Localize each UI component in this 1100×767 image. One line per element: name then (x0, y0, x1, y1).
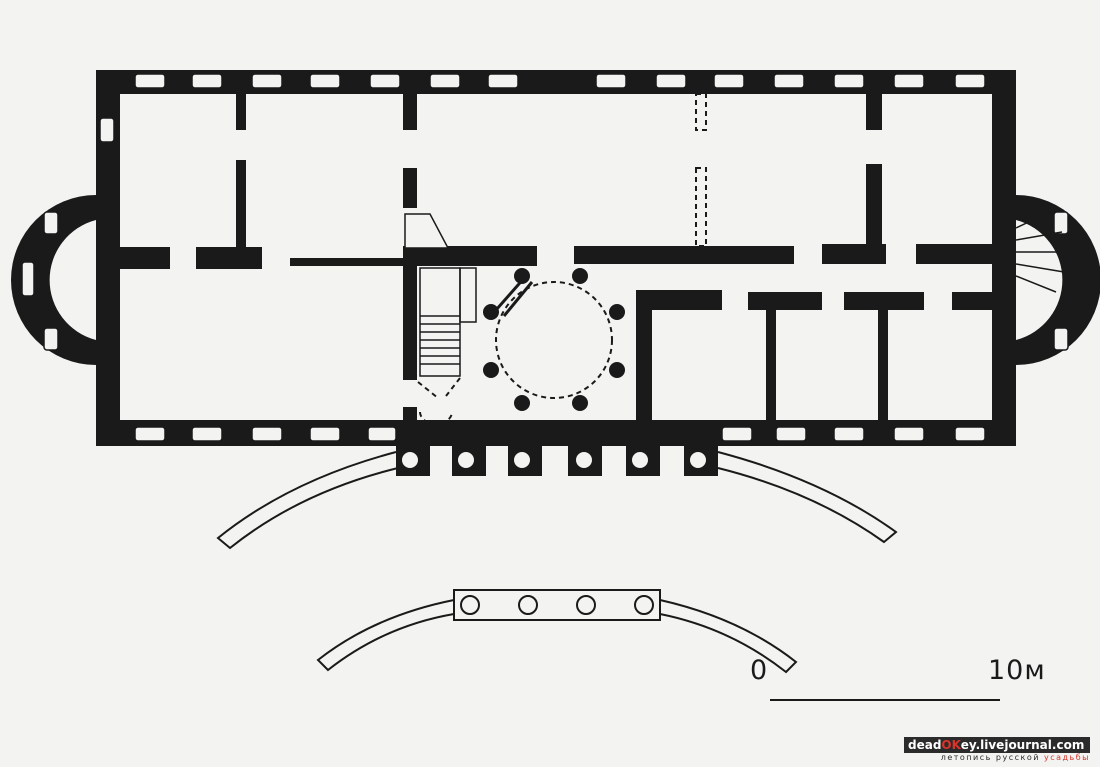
window (429, 73, 461, 89)
apse-window (1053, 211, 1069, 235)
dashed-passage (417, 377, 461, 425)
window (309, 73, 341, 89)
spiral-stair (1015, 211, 1066, 293)
partition (822, 244, 886, 264)
staircase (419, 267, 461, 377)
partition (766, 310, 776, 420)
scale-start-label: 0 (750, 655, 769, 686)
window (954, 426, 986, 442)
dashed-partition (695, 93, 707, 131)
window (487, 73, 519, 89)
window (191, 426, 223, 442)
rotunda-column (483, 304, 499, 320)
portico-column (688, 450, 708, 470)
gateway-column (518, 595, 538, 615)
apse-window (21, 261, 35, 297)
rotunda-outline (495, 281, 613, 399)
window (833, 73, 865, 89)
window (251, 426, 283, 442)
window (309, 426, 341, 442)
outer-wall-east (992, 70, 1016, 446)
partition (236, 94, 246, 130)
colonnade-arc-east (717, 451, 898, 544)
scale-end-label: 10м (988, 655, 1046, 686)
east-apse-wall (1016, 195, 1100, 365)
watermark-site-suffix: ey.livejournal.com (960, 738, 1085, 752)
gateway-arc-west (316, 599, 455, 672)
portico-column (456, 450, 476, 470)
partition (403, 250, 417, 380)
portico-column (400, 450, 420, 470)
rotunda-column (609, 304, 625, 320)
partition (290, 258, 406, 266)
window (369, 73, 401, 89)
watermark-tagline-prefix: летопись русской (940, 753, 1040, 762)
window (191, 73, 223, 89)
window (595, 73, 627, 89)
partition (120, 247, 170, 269)
partition (403, 407, 417, 427)
partition (952, 292, 994, 310)
partition (236, 160, 246, 250)
outer-wall-south (96, 420, 1016, 446)
partition (748, 292, 822, 310)
partition (574, 246, 794, 264)
outer-wall-north (96, 70, 1016, 94)
watermark-site-highlight: OK (941, 738, 961, 752)
partition (866, 94, 882, 130)
window (721, 426, 753, 442)
partition (916, 244, 994, 264)
window (833, 426, 865, 442)
window (775, 426, 807, 442)
window (773, 73, 805, 89)
watermark-site-prefix: dead (908, 738, 942, 752)
partition (878, 310, 888, 420)
window (893, 426, 925, 442)
window (134, 426, 166, 442)
rotunda-column (514, 395, 530, 411)
apse-window (43, 211, 59, 235)
gateway-block (453, 589, 661, 621)
partition (196, 247, 262, 269)
dashed-partition (695, 167, 707, 247)
gateway-column (460, 595, 480, 615)
portico-column (630, 450, 650, 470)
window (954, 73, 986, 89)
rotunda-column (514, 268, 530, 284)
west-apse-wall (11, 195, 96, 365)
window (251, 73, 283, 89)
apse-window (43, 327, 59, 351)
partition (403, 246, 537, 266)
partition (403, 94, 417, 130)
gateway-column (576, 595, 596, 615)
watermark-site: deadOKey.livejournal.com (904, 737, 1090, 753)
rotunda-column (572, 395, 588, 411)
apse-window (1053, 327, 1069, 351)
colonnade-arc-west (216, 451, 399, 550)
rotunda-column (483, 362, 499, 378)
window (367, 426, 397, 442)
partition (866, 164, 882, 246)
gateway-column (634, 595, 654, 615)
window (99, 117, 115, 143)
gateway-arc-east (659, 599, 798, 674)
partition (403, 168, 417, 208)
partition (636, 290, 652, 420)
rotunda-column (609, 362, 625, 378)
watermark-tagline-accent: усадьбы (1043, 753, 1090, 762)
portico-column (574, 450, 594, 470)
watermark-tagline: летопись русской усадьбы (904, 753, 1090, 763)
window (134, 73, 166, 89)
rotunda-column (572, 268, 588, 284)
watermark: deadOKey.livejournal.com летопись русско… (904, 737, 1090, 763)
partition (636, 290, 722, 310)
window (713, 73, 745, 89)
portico-column (512, 450, 532, 470)
window (893, 73, 925, 89)
window (655, 73, 687, 89)
partition (844, 292, 924, 310)
